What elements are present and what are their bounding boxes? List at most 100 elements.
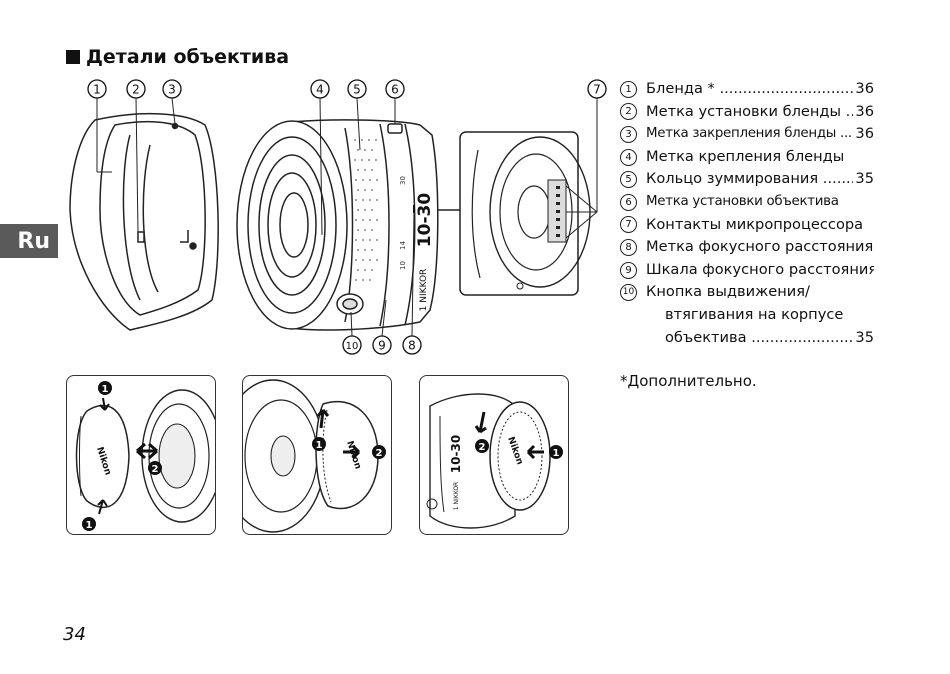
callout-3: 3 <box>162 79 182 99</box>
rear-mount-inset <box>459 131 591 296</box>
svg-text:1: 1 <box>86 520 93 531</box>
callout-7: 7 <box>587 79 607 99</box>
footnote: *Дополнительно. <box>620 372 757 390</box>
legend-label: Кольцо зуммирования <box>646 168 853 191</box>
black-square-icon <box>66 50 80 64</box>
svg-text:10: 10 <box>346 341 359 352</box>
section-title-text: Детали объектива <box>86 46 290 68</box>
legend-label: Кнопка выдвижения/ <box>646 283 810 301</box>
legend-label: Метка установки объектива <box>646 193 839 209</box>
panel-front-cap: Nikon 1 2 1 <box>66 375 216 535</box>
arrow-down-icon <box>474 411 487 434</box>
rear-cap-attach-illustration: 10-30 1 NIKKOR Nikon 2 1 <box>426 393 563 529</box>
legend-label: Контакты микропроцессора <box>646 215 864 233</box>
legend-item: 2 Метка установки бленды 36 <box>620 101 874 124</box>
arrow-down-icon <box>99 397 110 411</box>
svg-text:7: 7 <box>593 83 601 97</box>
legend-item: 1 Бленда * 36 <box>620 78 874 101</box>
svg-text:1: 1 <box>553 448 560 459</box>
nikkor-label: 1 NIKKOR <box>419 269 429 312</box>
callout-1: 1 <box>87 79 107 99</box>
contacts-leader <box>565 98 598 239</box>
legend-label: втягивания на корпусе <box>665 305 844 323</box>
focal-mark-14: 14 <box>399 241 407 250</box>
legend-marker: 8 <box>620 238 637 256</box>
hood-leaders <box>96 97 176 233</box>
legend-marker: 10 <box>620 284 637 302</box>
svg-text:2: 2 <box>479 442 486 453</box>
section-title: Детали объектива <box>66 46 289 68</box>
panel3-zoom-label: 10-30 <box>449 435 463 473</box>
svg-text:4: 4 <box>316 83 324 97</box>
panel-rear-cap: Nikon 1 2 <box>242 375 392 535</box>
legend-page: 36 <box>855 102 874 120</box>
legend-item: 5 Кольцо зуммирования 35 <box>620 168 874 191</box>
callout-10: 10 <box>342 335 362 355</box>
panel3-nikkor-label: 1 NIKKOR <box>453 482 460 510</box>
callout-5: 5 <box>347 79 367 99</box>
legend-item: 8 Метка фокусного расстояния <box>620 236 874 259</box>
parts-legend: 1 Бленда * 36 2 Метка установки бленды 3… <box>620 78 874 349</box>
legend-marker: 9 <box>620 261 637 279</box>
callout-8: 8 <box>402 335 422 355</box>
lens-markings: 10-30 1 NIKKOR 30 10 14 <box>399 176 435 311</box>
arrow-left-icon <box>526 444 544 460</box>
svg-text:1: 1 <box>102 384 109 395</box>
legend-item: 3 Метка закрепления бленды 36 <box>620 123 874 146</box>
svg-text:3: 3 <box>168 83 176 97</box>
svg-text:1: 1 <box>93 83 101 97</box>
legend-marker: 6 <box>620 193 637 211</box>
svg-text:2: 2 <box>152 464 159 475</box>
legend-label: Метка закрепления бленды <box>646 123 853 146</box>
rear-cap-illustration: Nikon 1 2 <box>243 379 386 533</box>
legend-label: Бленда * <box>646 78 853 101</box>
legend-item: 9 Шкала фокусного расстояния <box>620 259 874 282</box>
panel-rear-cap-attach: 10-30 1 NIKKOR Nikon 2 1 <box>419 375 569 535</box>
svg-text:1: 1 <box>316 440 323 451</box>
front-cap-illustration: Nikon 1 2 1 <box>75 381 215 531</box>
lens-hood-drawing <box>69 112 219 331</box>
callout-2: 2 <box>126 79 146 99</box>
arrow-right-icon <box>343 444 361 460</box>
legend-marker: 3 <box>620 125 637 143</box>
svg-text:5: 5 <box>353 83 361 97</box>
legend-marker: 7 <box>620 216 637 234</box>
legend-marker: 4 <box>620 148 637 166</box>
legend-marker: 2 <box>620 103 637 121</box>
lens-parts-diagram: 1 2 3 4 5 6 7 10 9 8 <box>69 79 607 355</box>
legend-label: Шкала фокусного расстояния <box>646 260 874 278</box>
arrow-up-icon <box>316 409 330 429</box>
lens-leaders <box>319 97 415 337</box>
svg-text:8: 8 <box>408 339 416 353</box>
arrow-up-icon <box>97 499 108 515</box>
language-tab: Ru <box>0 224 58 258</box>
svg-text:2: 2 <box>376 448 383 459</box>
legend-label: Метка фокусного расстояния <box>646 238 874 256</box>
legend-item: 7 Контакты микропроцессора <box>620 214 874 237</box>
legend-item: 6 Метка установки объектива <box>620 191 874 214</box>
page-number: 34 <box>63 624 86 645</box>
legend-item-continuation: втягивания на корпусе <box>620 304 874 327</box>
legend-page: 35 <box>855 170 874 188</box>
focal-mark-30: 30 <box>399 176 407 185</box>
legend-page: 36 <box>855 80 874 97</box>
focal-mark-10: 10 <box>399 261 407 270</box>
legend-label: Метка установки бленды <box>646 101 853 124</box>
callout-4: 4 <box>310 79 330 99</box>
legend-marker: 5 <box>620 171 637 189</box>
legend-page: 35 <box>855 328 874 346</box>
legend-marker: 1 <box>620 80 637 98</box>
svg-text:9: 9 <box>378 339 386 353</box>
legend-item: 10 Кнопка выдвижения/ <box>620 281 874 304</box>
svg-text:6: 6 <box>391 83 399 97</box>
legend-page: 36 <box>855 125 874 143</box>
legend-label: Метка крепления бленды <box>646 147 845 165</box>
zoom-ring-texture <box>354 139 378 281</box>
legend-item: 4 Метка крепления бленды <box>620 146 874 169</box>
legend-item-continuation: объектива 35 <box>620 327 874 350</box>
svg-text:2: 2 <box>132 83 140 97</box>
callout-9: 9 <box>372 335 392 355</box>
legend-label: объектива <box>665 327 853 350</box>
zoom-range-label: 10-30 <box>415 193 435 248</box>
callout-6: 6 <box>385 79 405 99</box>
